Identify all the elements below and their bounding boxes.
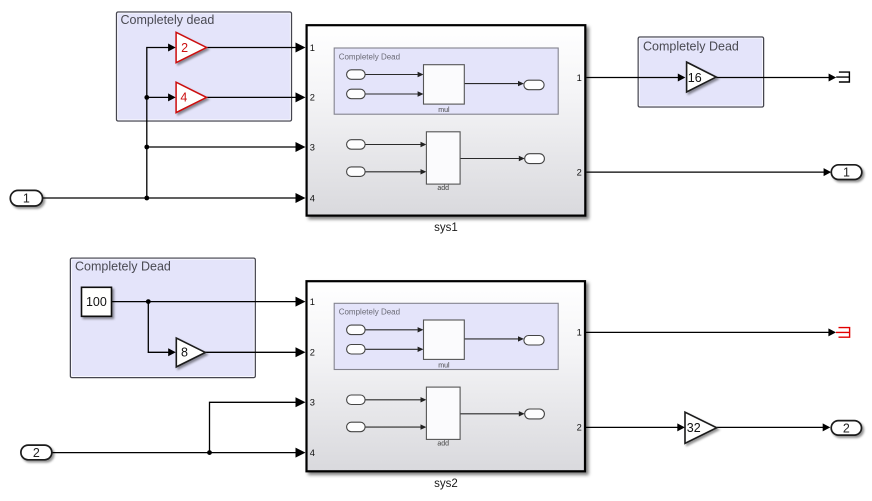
- svg-text:4: 4: [310, 448, 315, 458]
- svg-text:2: 2: [181, 41, 188, 55]
- svg-text:1: 1: [310, 43, 315, 53]
- svg-text:Completely dead: Completely dead: [121, 13, 215, 27]
- svg-text:2: 2: [310, 348, 315, 358]
- svg-text:2: 2: [310, 93, 315, 103]
- svg-text:8: 8: [181, 346, 188, 360]
- svg-text:Completely Dead: Completely Dead: [75, 260, 171, 274]
- svg-text:1: 1: [577, 328, 582, 338]
- svg-text:100: 100: [86, 295, 107, 309]
- svg-text:4: 4: [180, 91, 187, 105]
- svg-text:1: 1: [23, 192, 30, 206]
- svg-text:2: 2: [577, 167, 582, 177]
- svg-text:1: 1: [577, 73, 582, 83]
- svg-text:sys1: sys1: [434, 222, 458, 234]
- svg-text:2: 2: [33, 446, 40, 460]
- svg-text:32: 32: [687, 421, 701, 435]
- svg-text:3: 3: [310, 142, 315, 152]
- svg-text:16: 16: [688, 71, 702, 85]
- svg-text:Completely Dead: Completely Dead: [643, 39, 739, 53]
- svg-text:1: 1: [310, 297, 315, 307]
- svg-text:2: 2: [577, 423, 582, 433]
- svg-text:1: 1: [843, 166, 850, 180]
- svg-text:2: 2: [843, 421, 850, 435]
- svg-text:4: 4: [310, 193, 315, 203]
- svg-text:sys2: sys2: [434, 478, 458, 490]
- svg-text:3: 3: [310, 398, 315, 408]
